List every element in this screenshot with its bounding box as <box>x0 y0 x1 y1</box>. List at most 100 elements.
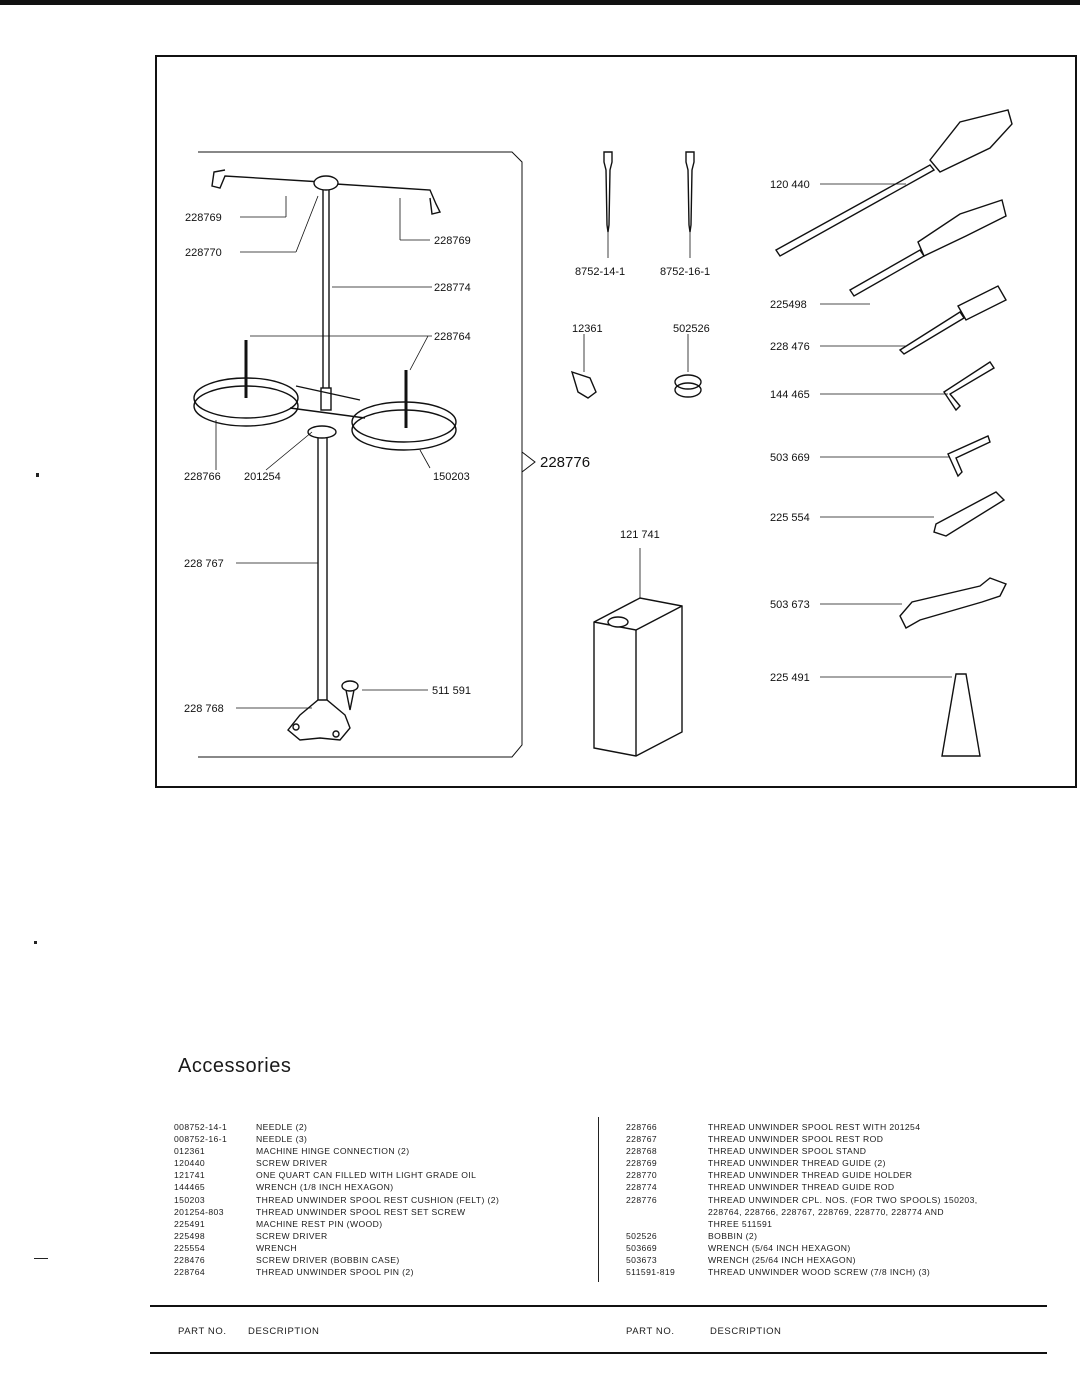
label-228476: 228 476 <box>770 341 810 353</box>
part-description: THREAD UNWINDER SPOOL STAND <box>708 1146 867 1157</box>
label-225554: 225 554 <box>770 512 810 524</box>
part-number: 511591-819 <box>626 1267 676 1278</box>
rule-top <box>150 1305 1047 1307</box>
part-row: 225554 WRENCH <box>174 1242 499 1254</box>
label-228769-a: 228769 <box>185 212 222 224</box>
part-row: 201254-803 THREAD UNWINDER SPOOL REST SET… <box>174 1206 499 1218</box>
part-description: THREAD UNWINDER SPOOL PIN (2) <box>256 1267 414 1278</box>
label-225491: 225 491 <box>770 672 810 684</box>
label-225498: 225498 <box>770 299 807 311</box>
rule-bottom <box>150 1352 1047 1354</box>
part-description: SCREW DRIVER (BOBBIN CASE) <box>256 1255 400 1266</box>
part-number: 228764 <box>174 1267 206 1278</box>
page-title: Accessories <box>178 1055 292 1077</box>
part-number: 008752-16-1 <box>174 1134 228 1145</box>
part-description: BOBBIN (2) <box>708 1230 758 1241</box>
part-number: 503673 <box>626 1255 658 1266</box>
label-150203: 150203 <box>433 471 470 483</box>
part-number <box>626 1206 708 1218</box>
part-number: 503669 <box>626 1242 658 1253</box>
label-228764: 228764 <box>434 331 471 343</box>
label-502526: 502526 <box>673 323 710 335</box>
parts-list-left: 008752-14-1 NEEDLE (2) 008752-16-1 NEEDLE (… <box>174 1121 499 1278</box>
label-228768: 228 768 <box>184 703 224 715</box>
part-description: THREAD UNWINDER WOOD SCREW (7/8 INCH) (3… <box>708 1267 931 1278</box>
part-description: WRENCH (25/64 INCH HEXAGON) <box>708 1255 856 1266</box>
part-row: THREE 511591 <box>626 1218 978 1230</box>
scan-mark <box>36 473 39 477</box>
label-120440: 120 440 <box>770 179 810 191</box>
part-row: 228766 THREAD UNWINDER SPOOL REST WITH 20… <box>626 1121 978 1133</box>
part-row: 120440 SCREW DRIVER <box>174 1157 499 1169</box>
part-description: THREAD UNWINDER SPOOL REST WITH 201254 <box>708 1122 921 1132</box>
part-number: 502526 <box>626 1230 658 1241</box>
part-description: WRENCH (1/8 INCH HEXAGON) <box>256 1182 394 1193</box>
label-228770: 228770 <box>185 247 222 259</box>
part-row: 228476 SCREW DRIVER (BOBBIN CASE) <box>174 1254 499 1266</box>
label-511591: 511 591 <box>432 685 471 697</box>
part-row: 228776 THREAD UNWINDER CPL. NOS. (FOR TWO… <box>626 1194 978 1206</box>
part-number: 228770 <box>626 1170 658 1181</box>
part-description: NEEDLE (2) <box>256 1122 308 1132</box>
part-description: SCREW DRIVER <box>256 1230 328 1241</box>
part-number: 144465 <box>174 1182 206 1193</box>
part-description: SCREW DRIVER <box>256 1158 328 1169</box>
part-description: MACHINE REST PIN (WOOD) <box>256 1218 383 1229</box>
part-row: 228764 THREAD UNWINDER SPOOL PIN (2) <box>174 1266 499 1278</box>
part-number: 228769 <box>626 1158 658 1169</box>
part-number: 228767 <box>626 1134 658 1145</box>
part-row: 225498 SCREW DRIVER <box>174 1230 499 1242</box>
label-503669: 503 669 <box>770 452 810 464</box>
part-number: 225554 <box>174 1242 206 1253</box>
part-number: 012361 <box>174 1146 206 1157</box>
part-description: ONE QUART CAN FILLED WITH LIGHT GRADE OI… <box>256 1170 477 1181</box>
part-description: NEEDLE (3) <box>256 1134 308 1145</box>
label-12361: 12361 <box>572 323 603 335</box>
label-228766: 228766 <box>184 471 221 483</box>
part-number: 225498 <box>174 1230 206 1241</box>
footer-part-no-right: PART NO. <box>626 1326 675 1337</box>
top-edge-bar <box>0 0 1080 5</box>
label-8752-16-1: 8752-16-1 <box>660 266 710 278</box>
footer-part-no-left: PART NO. <box>178 1326 227 1337</box>
footer-description-left: DESCRIPTION <box>248 1326 320 1337</box>
part-number: 228766 <box>626 1122 658 1132</box>
part-description: THREAD UNWINDER THREAD GUIDE (2) <box>708 1158 886 1169</box>
part-number: 228476 <box>174 1255 206 1266</box>
part-number: 225491 <box>174 1218 206 1229</box>
part-number: 228776 <box>626 1194 658 1205</box>
part-description: 228764, 228766, 228767, 228769, 228770, … <box>708 1206 944 1217</box>
part-number: 228768 <box>626 1146 658 1157</box>
part-description: WRENCH (5/64 INCH HEXAGON) <box>708 1242 851 1253</box>
part-row: 511591-819 THREAD UNWINDER WOOD SCREW (7/… <box>626 1266 978 1278</box>
part-number: 201254-803 <box>174 1206 224 1217</box>
part-number: 150203 <box>174 1194 206 1205</box>
part-description: THREAD UNWINDER SPOOL REST ROD <box>708 1134 884 1145</box>
part-description: THREAD UNWINDER SPOOL REST CUSHION (FELT… <box>256 1194 500 1205</box>
part-number: 008752-14-1 <box>174 1122 228 1132</box>
part-number <box>626 1218 708 1230</box>
part-row: 144465 WRENCH (1/8 INCH HEXAGON) <box>174 1181 499 1193</box>
part-description: THREAD UNWINDER CPL. NOS. (FOR TWO SPOOL… <box>708 1194 978 1205</box>
column-divider <box>598 1117 599 1282</box>
label-121741: 121 741 <box>620 529 660 541</box>
parts-list-right: 228766 THREAD UNWINDER SPOOL REST WITH 20… <box>626 1121 978 1278</box>
illustration-frame <box>155 55 1077 788</box>
scan-mark <box>34 941 37 944</box>
part-number: 120440 <box>174 1158 206 1169</box>
part-row: 502526 BOBBIN (2) <box>626 1230 978 1242</box>
part-row: 228769 THREAD UNWINDER THREAD GUIDE (2) <box>626 1157 978 1169</box>
label-228769-b: 228769 <box>434 235 471 247</box>
part-description: THREAD UNWINDER SPOOL REST SET SCREW <box>256 1206 466 1217</box>
footer-description-right: DESCRIPTION <box>710 1326 782 1337</box>
label-201254: 201254 <box>244 471 281 483</box>
part-row: 503673 WRENCH (25/64 INCH HEXAGON) <box>626 1254 978 1266</box>
part-row: 228767 THREAD UNWINDER SPOOL REST ROD <box>626 1133 978 1145</box>
part-description: WRENCH <box>256 1242 298 1253</box>
part-description: MACHINE HINGE CONNECTION (2) <box>256 1146 410 1157</box>
accessories-illustration: 228769 228770 228769 228774 228764 22876… <box>184 109 1013 758</box>
part-row: 225491 MACHINE REST PIN (WOOD) <box>174 1218 499 1230</box>
